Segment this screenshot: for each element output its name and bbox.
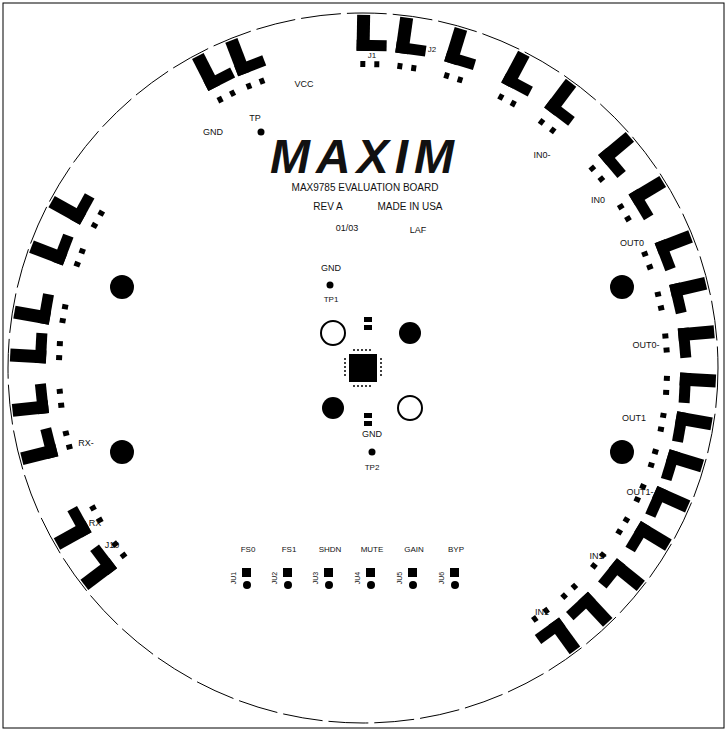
silkscreen-label: OUT0- xyxy=(633,341,660,350)
silkscreen-label: FS0 xyxy=(241,546,256,554)
silkscreen-label: GAIN xyxy=(404,546,424,554)
silkscreen-label: GND xyxy=(362,430,382,439)
silkscreen-label: RX xyxy=(89,519,102,528)
silkscreen-label: REV A xyxy=(313,202,342,212)
silkscreen-label: J2 xyxy=(428,46,436,54)
silkscreen-label: JU6 xyxy=(438,572,445,584)
silkscreen-label: MADE IN USA xyxy=(377,202,442,212)
silkscreen-label: IN0 xyxy=(591,196,605,205)
silkscreen-label: MUTE xyxy=(361,546,384,554)
silkscreen-label: JU4 xyxy=(354,572,361,584)
silkscreen-label: OUT1 xyxy=(622,414,646,423)
silkscreen-label: RX- xyxy=(78,439,94,448)
silkscreen-label: IN1 xyxy=(535,608,549,617)
silkscreen-label: JU2 xyxy=(271,572,278,584)
silkscreen-label: IN0- xyxy=(533,151,550,160)
silkscreen-label: J10 xyxy=(105,541,120,550)
silkscreen-label: JU1 xyxy=(230,572,237,584)
silkscreen-label: OUT1- xyxy=(627,488,654,497)
silkscreen-label: BYP xyxy=(448,546,464,554)
silkscreen-label: FS1 xyxy=(282,546,297,554)
silkscreen-label: MAX9785 EVALUATION BOARD xyxy=(292,183,439,193)
logo-text: MAXIM xyxy=(270,133,460,181)
silkscreen-label: TP xyxy=(249,114,261,123)
silkscreen-label: JU3 xyxy=(312,572,319,584)
silkscreen-label: JU5 xyxy=(396,572,403,584)
silkscreen-label: IN1- xyxy=(589,552,606,561)
silkscreen-label: OUT0 xyxy=(620,239,644,248)
silkscreen-label: 01/03 xyxy=(336,224,359,233)
silkscreen-label: J1 xyxy=(368,52,376,60)
silkscreen-label: GND xyxy=(203,128,223,137)
silkscreen-label: SHDN xyxy=(319,546,342,554)
silkscreen-label: GND xyxy=(321,264,341,273)
silkscreen-label: TP2 xyxy=(365,464,380,472)
silkscreen-label: VCC xyxy=(294,80,313,89)
silkscreen-label: LAF xyxy=(410,226,427,235)
silkscreen-label: TP1 xyxy=(324,296,339,304)
